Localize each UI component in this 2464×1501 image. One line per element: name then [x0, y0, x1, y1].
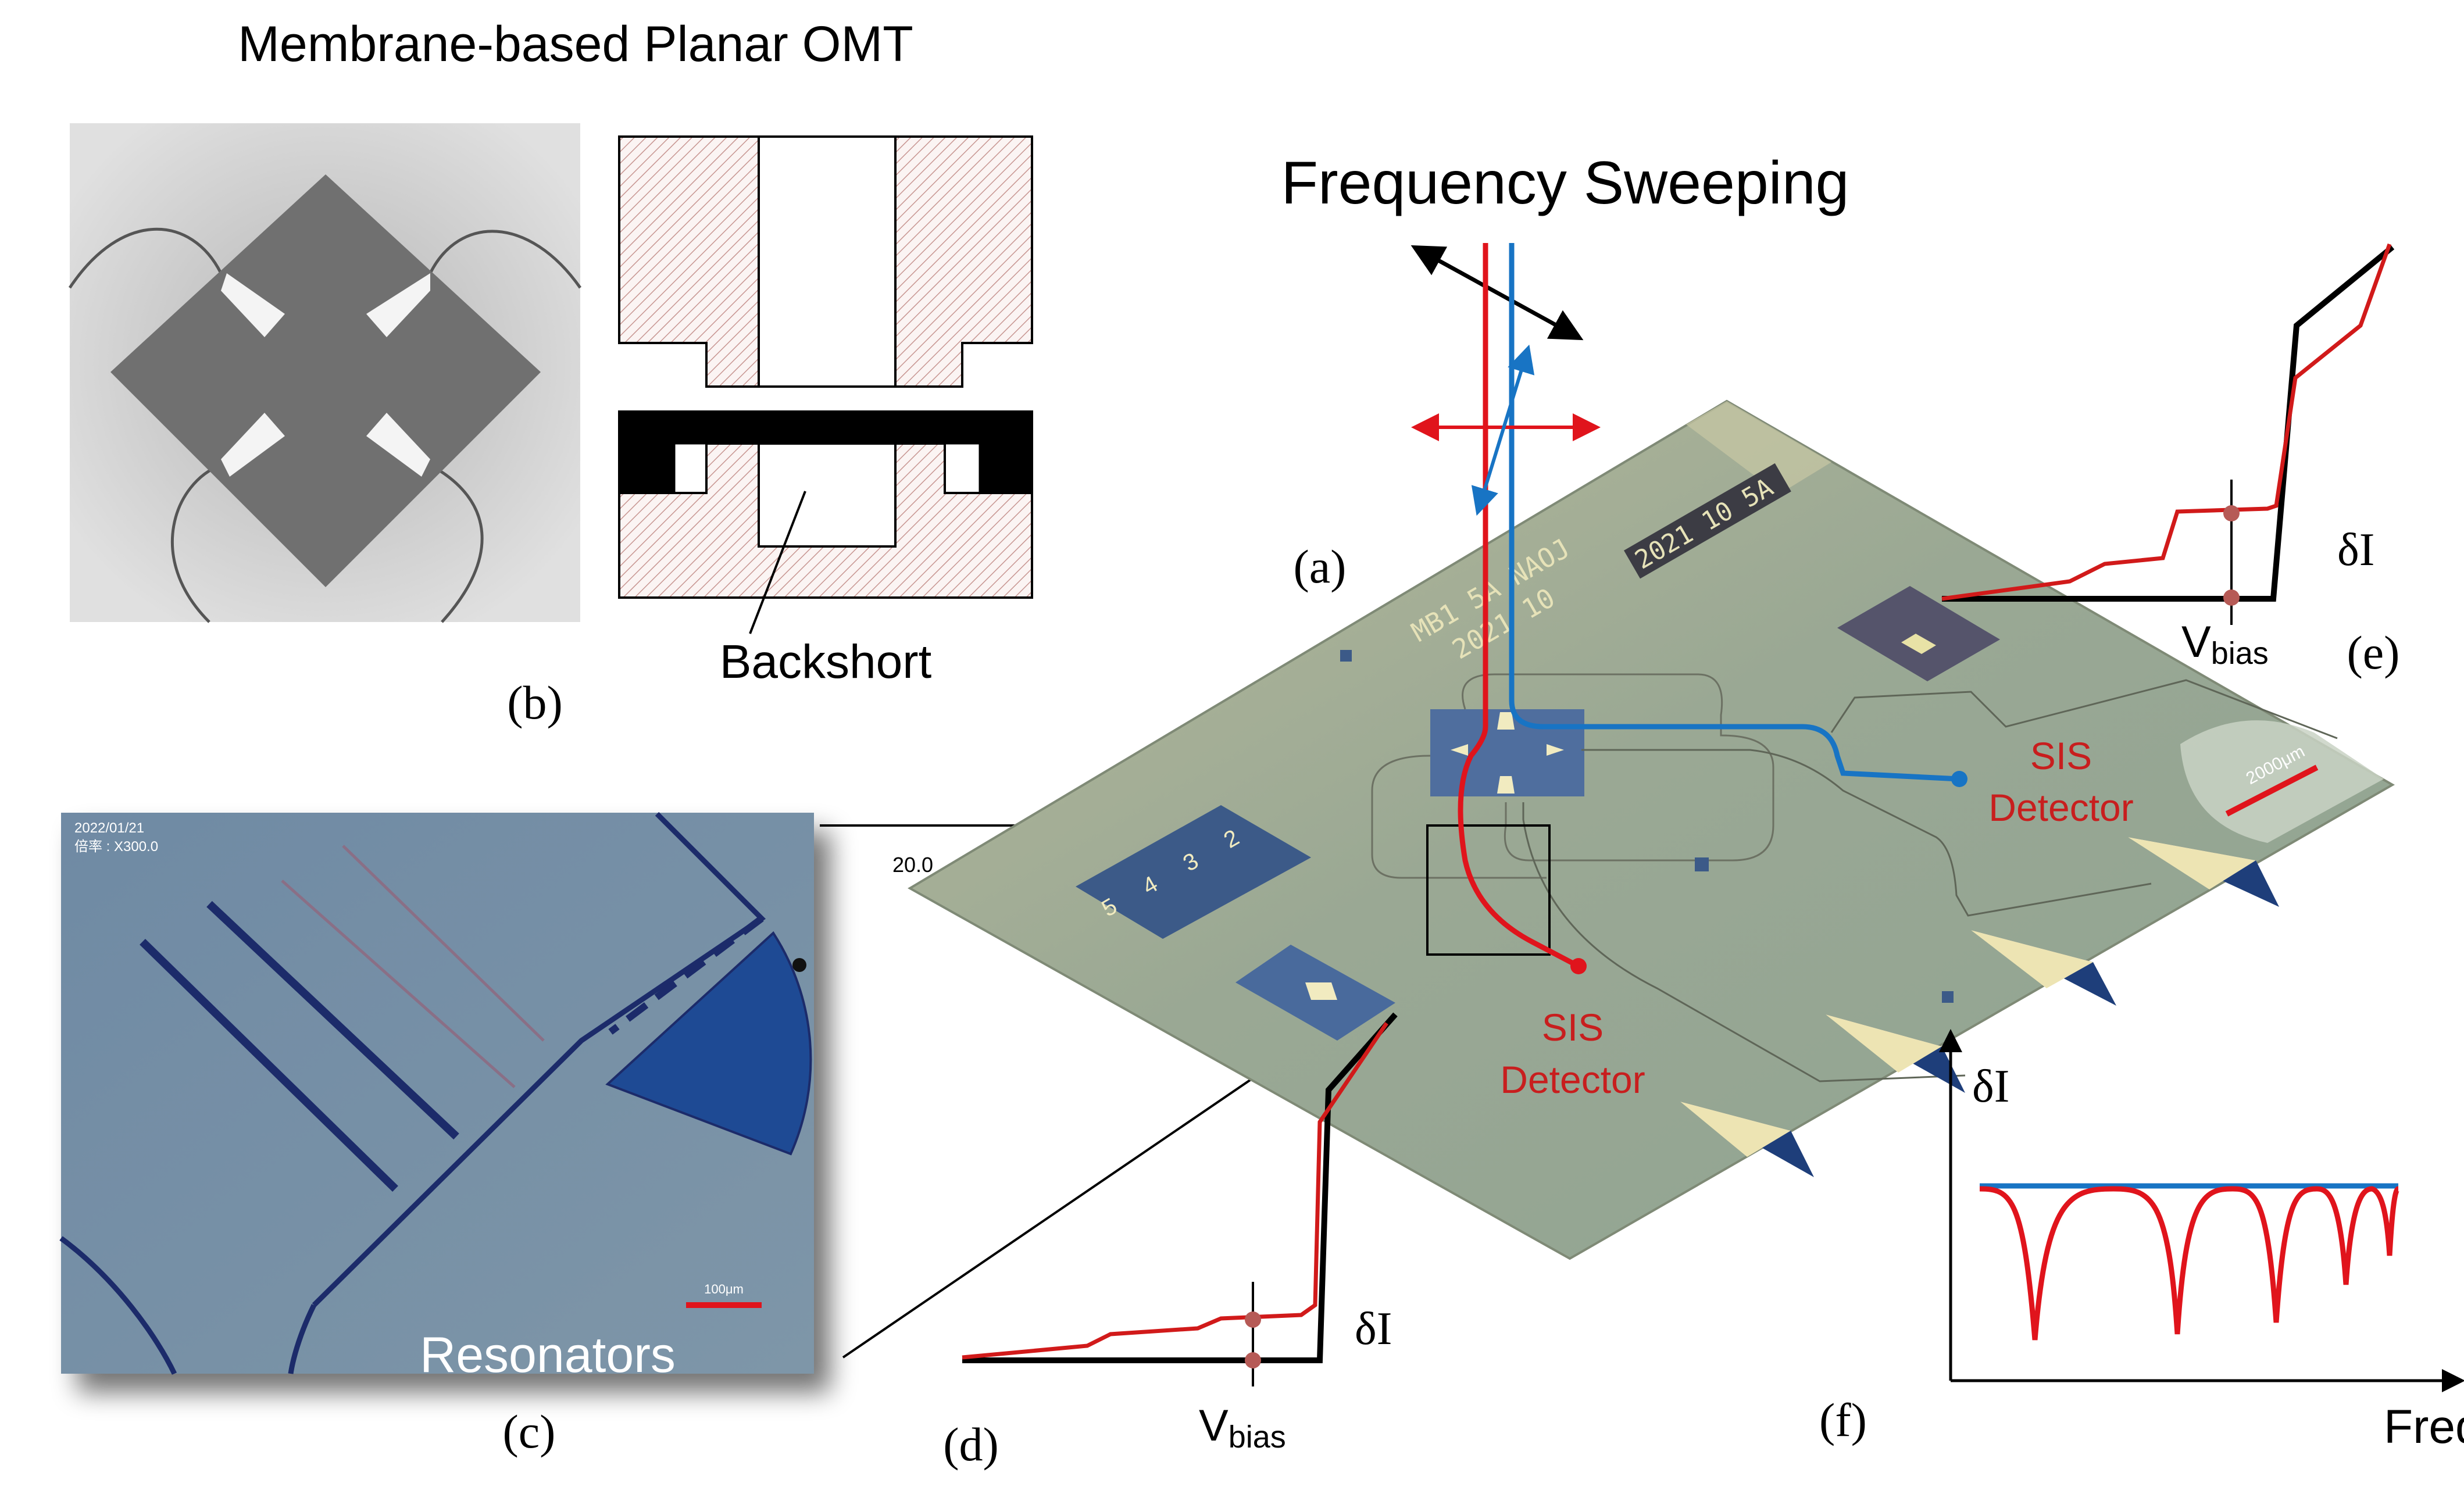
- blue-polarization-arrow: [1471, 344, 1535, 516]
- vbias-d-sub: bias: [1229, 1420, 1286, 1454]
- resonators-label: Resonators: [420, 1327, 676, 1383]
- red-beam: [1458, 243, 1580, 968]
- freq-sweep-plot: [1939, 1029, 2464, 1392]
- sis-detector-blue-line2: Detector: [1988, 786, 2133, 829]
- resonator-lines: [59, 812, 812, 1375]
- panel-label-d: (d): [943, 1418, 999, 1471]
- micro-magnification: 倍率 : X300.0: [74, 839, 158, 855]
- zoom-box: [1426, 824, 1551, 956]
- delta-i-d: δI: [1355, 1303, 1392, 1355]
- sis-detector-red-line1: SIS: [1542, 1006, 1604, 1049]
- sweep-title: Frequency Sweeping: [1281, 149, 1849, 217]
- panel-label-b: (b): [507, 676, 563, 729]
- vbias-label-d: Vbias: [1199, 1401, 1286, 1454]
- omt-title: Membrane-based Planar OMT: [238, 16, 913, 72]
- delta-i-f: δI: [1972, 1061, 2009, 1112]
- delta-i-e: δI: [2337, 524, 2374, 576]
- freq-label: Freq: [2384, 1400, 2464, 1453]
- vbias-label-e: Vbias: [2181, 617, 2269, 671]
- sis-detector-red-line2: Detector: [1500, 1058, 1645, 1101]
- chip-scale-bar: [2225, 764, 2319, 817]
- sweep-polarization-arrow: [1410, 245, 1584, 341]
- blue-beam: [1509, 243, 1960, 782]
- iv-curve-e: [1941, 243, 2395, 625]
- freq-plot-red-curve: [1979, 1186, 2400, 1341]
- vbias-e-main: V: [2181, 617, 2211, 667]
- panel-label-e: (e): [2347, 626, 2399, 679]
- micro-date: 2022/01/21: [74, 820, 144, 836]
- panel-label-f: (f): [1819, 1393, 1867, 1446]
- omt-micrograph: [68, 123, 582, 623]
- iv-curve-d: [962, 1012, 1398, 1386]
- vbias-e-sub: bias: [2211, 636, 2269, 671]
- chip-edge-mark: 20.0: [892, 853, 933, 877]
- backshort-label: Backshort: [720, 635, 932, 688]
- svg-text:Vbias: Vbias: [2181, 617, 2269, 671]
- sis-detector-blue-line1: SIS: [2030, 734, 2092, 777]
- panel-label-c: (c): [502, 1405, 555, 1458]
- backshort-schematic: [618, 135, 1033, 634]
- vbias-d-main: V: [1199, 1401, 1229, 1450]
- blue-detector-dot: [1951, 771, 1967, 787]
- micro-scale-label: 100μm: [704, 1282, 744, 1296]
- red-detector-dot: [1570, 958, 1587, 974]
- svg-text:Vbias: Vbias: [1199, 1401, 1286, 1454]
- chip-photo: MB1 5A NAOJ 2021 10 2021 10 5A 5 4 3 2: [892, 399, 2395, 1260]
- panel-label-a: (a): [1293, 540, 1346, 593]
